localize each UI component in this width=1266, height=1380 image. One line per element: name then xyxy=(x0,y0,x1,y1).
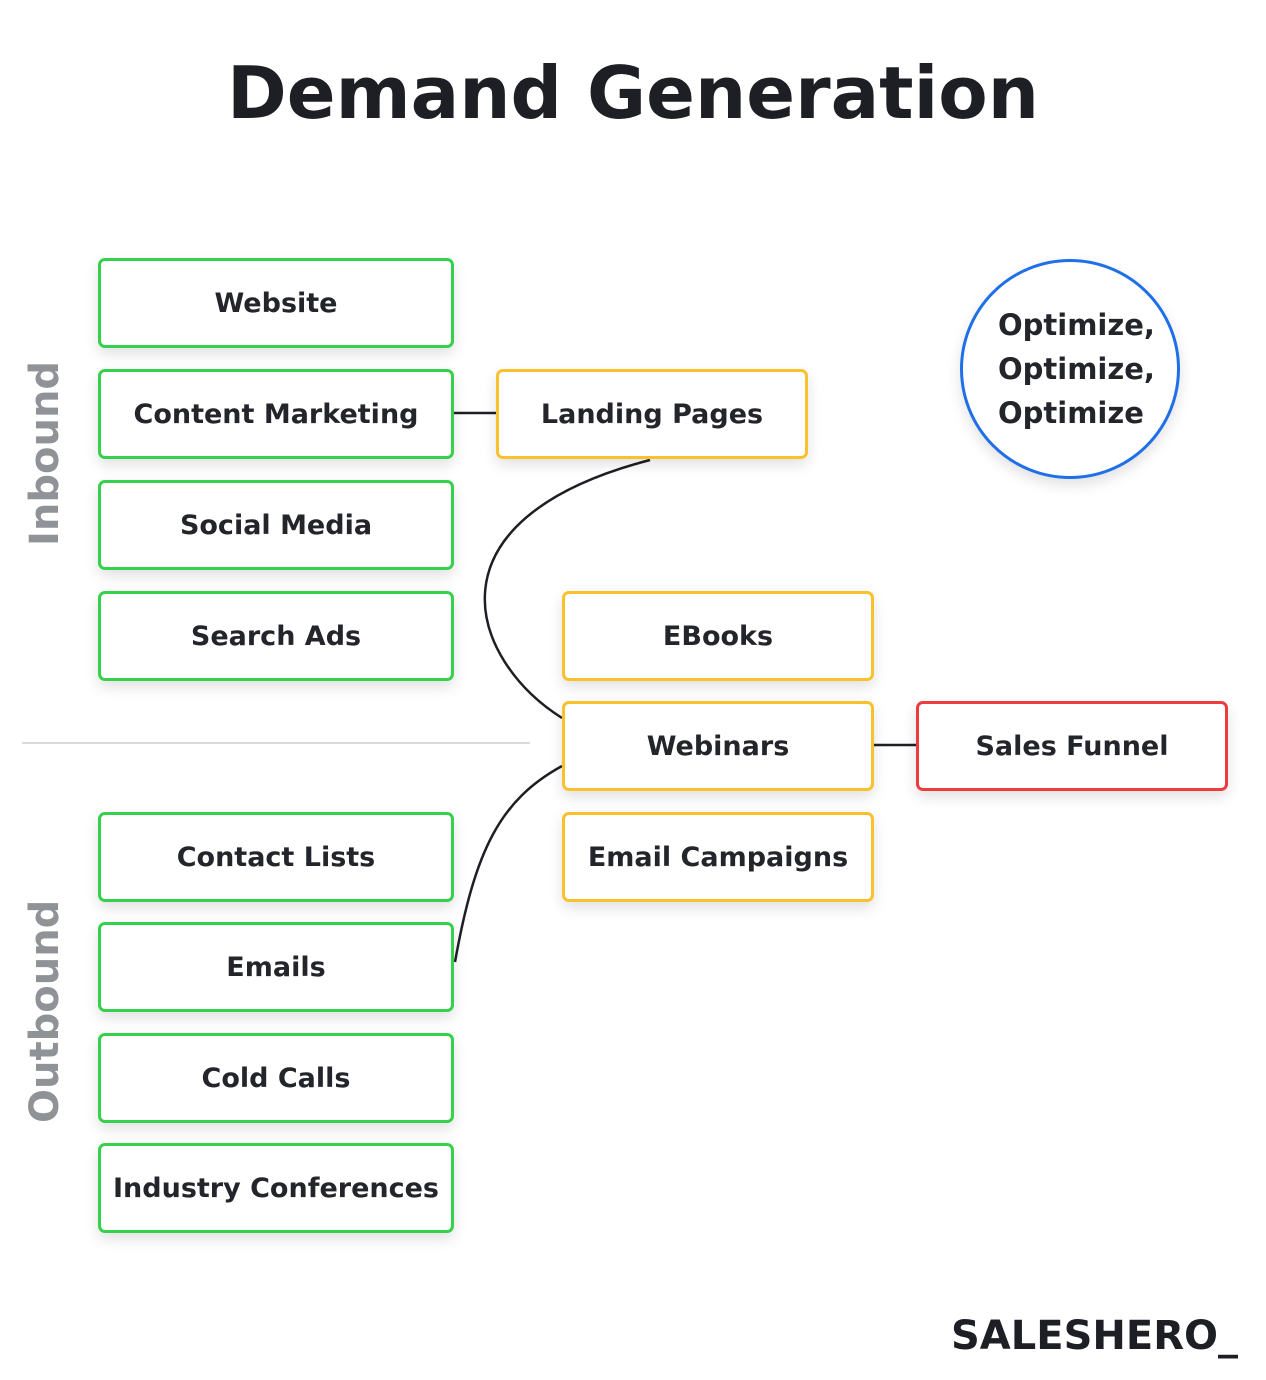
cold-calls-box: Cold Calls xyxy=(98,1033,454,1123)
connector-landing-to-webinars xyxy=(483,458,651,720)
optimize-line-2: Optimize, xyxy=(998,352,1155,386)
search-ads-box: Search Ads xyxy=(98,591,454,681)
sales-funnel-box: Sales Funnel xyxy=(916,701,1228,791)
email-campaigns-box: Email Campaigns xyxy=(562,812,874,902)
webinars-box: Webinars xyxy=(562,701,874,791)
diagram-title: Demand Generation xyxy=(226,51,1039,135)
industry-conferences-box: Industry Conferences xyxy=(98,1143,454,1233)
social-media-box: Social Media xyxy=(98,480,454,570)
landing-pages-box: Landing Pages xyxy=(496,369,808,459)
saleshero-logo: SALESHERO_ xyxy=(951,1313,1238,1359)
inbound-label: Inbound xyxy=(22,360,68,546)
ebooks-box: EBooks xyxy=(562,591,874,681)
content-marketing-box: Content Marketing xyxy=(98,369,454,459)
outbound-label: Outbound xyxy=(22,899,68,1123)
emails-box: Emails xyxy=(98,922,454,1012)
optimize-circle: Optimize, Optimize, Optimize xyxy=(960,259,1180,479)
connector-emails-to-webinars xyxy=(453,764,563,963)
optimize-line-3: Optimize xyxy=(998,396,1144,430)
optimize-line-1: Optimize, xyxy=(998,308,1155,342)
website-box: Website xyxy=(98,258,454,348)
contact-lists-box: Contact Lists xyxy=(98,812,454,902)
